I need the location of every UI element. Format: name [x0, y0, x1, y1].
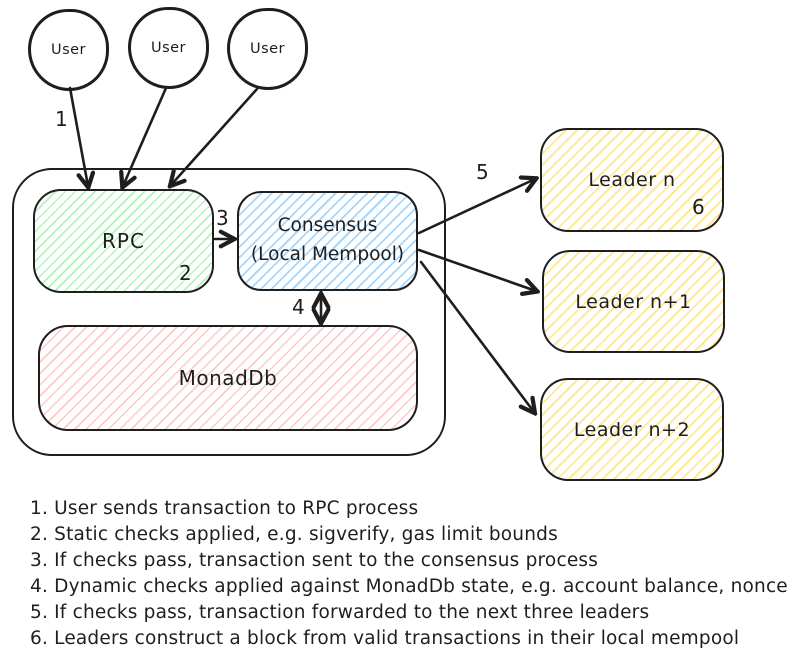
- rpc-node-label: RPC: [102, 229, 145, 253]
- consensus-node-label: Consensus (Local Mempool): [251, 212, 404, 269]
- leader-n-node: Leader n: [540, 128, 724, 232]
- user-node-2: User: [128, 7, 209, 89]
- legend-step-4: 4. Dynamic checks applied against MonadD…: [30, 576, 788, 597]
- leader-n2-label: Leader n+2: [573, 418, 691, 441]
- step-marker-2: 2: [179, 261, 192, 285]
- step-marker-4: 4: [292, 295, 305, 319]
- user-node-label: User: [50, 42, 87, 58]
- user-node-1: User: [28, 9, 109, 91]
- monaddb-node: MonadDb: [38, 325, 418, 431]
- legend-step-1: 1. User sends transaction to RPC process: [30, 498, 419, 519]
- legend-step-2: 2. Static checks applied, e.g. sigverify…: [30, 524, 558, 545]
- user-node-label: User: [150, 40, 187, 56]
- legend-step-6: 6. Leaders construct a block from valid …: [30, 628, 740, 649]
- user-node-3: User: [227, 8, 308, 90]
- consensus-node: Consensus (Local Mempool): [237, 191, 418, 291]
- leader-n2-node: Leader n+2: [540, 378, 724, 481]
- step-marker-5: 5: [476, 160, 489, 184]
- legend-step-5: 5. If checks pass, transaction forwarded…: [30, 602, 650, 623]
- legend-list: 1. User sends transaction to RPC process…: [30, 496, 788, 652]
- monaddb-node-label: MonadDb: [178, 366, 278, 390]
- leader-n1-node: Leader n+1: [542, 250, 725, 353]
- consensus-label-line1: Consensus: [277, 215, 378, 237]
- consensus-label-line2: (Local Mempool): [250, 244, 405, 265]
- user-node-label: User: [249, 41, 286, 57]
- leader-n1-label: Leader n+1: [575, 290, 692, 313]
- step-marker-6: 6: [692, 195, 705, 219]
- legend-step-3: 3. If checks pass, transaction sent to t…: [30, 550, 599, 571]
- leader-n-label: Leader n: [588, 169, 676, 191]
- step-marker-3: 3: [216, 206, 229, 230]
- step-marker-1: 1: [55, 107, 68, 131]
